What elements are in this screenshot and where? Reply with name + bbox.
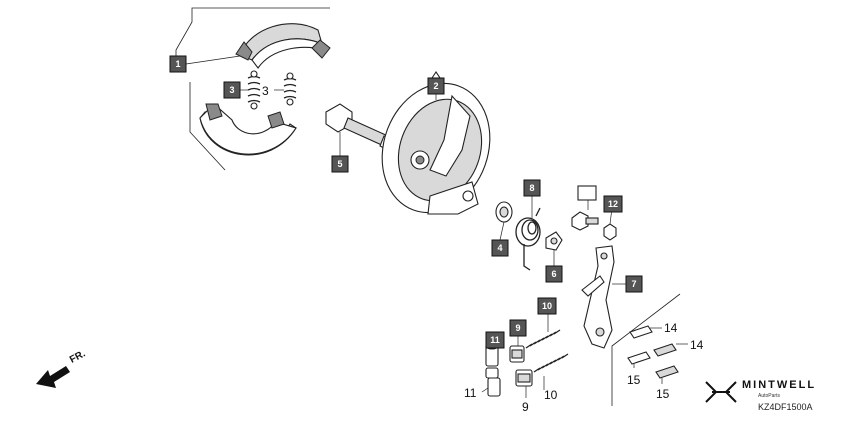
brake-shoe-group-bracket bbox=[175, 7, 330, 171]
svg-text:2: 2 bbox=[433, 81, 438, 91]
callout-6: 6 bbox=[545, 265, 563, 283]
brake-shoe-spring-right bbox=[283, 72, 297, 106]
brand-name: MINTWELL bbox=[742, 379, 817, 391]
spring-10-upper bbox=[525, 329, 561, 349]
callout-12: 12 bbox=[603, 195, 623, 213]
brake-arm bbox=[581, 245, 615, 349]
svg-text:11: 11 bbox=[490, 335, 500, 345]
brake-shoe-upper bbox=[235, 23, 331, 69]
callout-9-text: 9 bbox=[522, 400, 529, 414]
pin-11-lower bbox=[485, 367, 501, 397]
svg-text:4: 4 bbox=[497, 243, 502, 253]
svg-text:5: 5 bbox=[337, 159, 342, 169]
diagram-code: KZ4DF1500A bbox=[758, 402, 813, 412]
brand-tagline: AutoParts bbox=[758, 393, 780, 399]
brand-logo-mark bbox=[705, 381, 737, 403]
callout-14-upper-text: 14 bbox=[664, 321, 678, 335]
callout-14-lower-text: 14 bbox=[690, 338, 704, 352]
callout-1: 1 bbox=[169, 55, 187, 73]
svg-text:12: 12 bbox=[608, 199, 618, 209]
callout-2: 2 bbox=[427, 77, 445, 95]
svg-text:6: 6 bbox=[551, 269, 556, 279]
return-spring bbox=[515, 207, 541, 271]
plate-15-lower bbox=[655, 365, 679, 379]
pin-9-upper bbox=[509, 345, 525, 363]
callout-11-text: 11 bbox=[464, 386, 477, 400]
callout-15-lower-text: 15 bbox=[656, 387, 670, 401]
spring-10-lower bbox=[533, 353, 569, 373]
callout-3-text: 3 bbox=[262, 84, 269, 98]
brake-shoe-spring-left bbox=[247, 70, 261, 110]
callout-15-upper-text: 15 bbox=[627, 373, 641, 387]
callout-11: 11 bbox=[485, 331, 505, 349]
svg-text:3: 3 bbox=[229, 85, 234, 95]
callout-10-text: 10 bbox=[544, 388, 558, 402]
callout-7: 7 bbox=[625, 275, 643, 293]
callout-10: 10 bbox=[537, 297, 557, 315]
callout-5: 5 bbox=[331, 155, 349, 173]
plate-14-lower bbox=[653, 343, 677, 357]
plate-group-bracket bbox=[611, 293, 681, 406]
brake-cam-shaft bbox=[325, 103, 393, 151]
svg-text:8: 8 bbox=[529, 183, 534, 193]
plate-14-upper bbox=[629, 325, 653, 339]
callout-3: 3 bbox=[223, 81, 241, 99]
callout-9: 9 bbox=[509, 319, 527, 337]
brand: MINTWELL AutoParts bbox=[706, 376, 838, 416]
svg-text:10: 10 bbox=[542, 301, 552, 311]
seal bbox=[495, 201, 513, 223]
brake-shoe-lower bbox=[199, 103, 297, 156]
front-direction-arrow bbox=[36, 366, 70, 388]
callout-8: 8 bbox=[523, 179, 541, 197]
callout-4: 4 bbox=[491, 239, 509, 257]
svg-text:7: 7 bbox=[631, 279, 636, 289]
wear-indicator-plate bbox=[545, 231, 563, 251]
bolt bbox=[571, 185, 617, 241]
svg-text:1: 1 bbox=[175, 59, 180, 69]
pin-9-lower bbox=[515, 369, 533, 387]
plate-15-upper bbox=[627, 351, 651, 365]
svg-text:9: 9 bbox=[515, 323, 520, 333]
